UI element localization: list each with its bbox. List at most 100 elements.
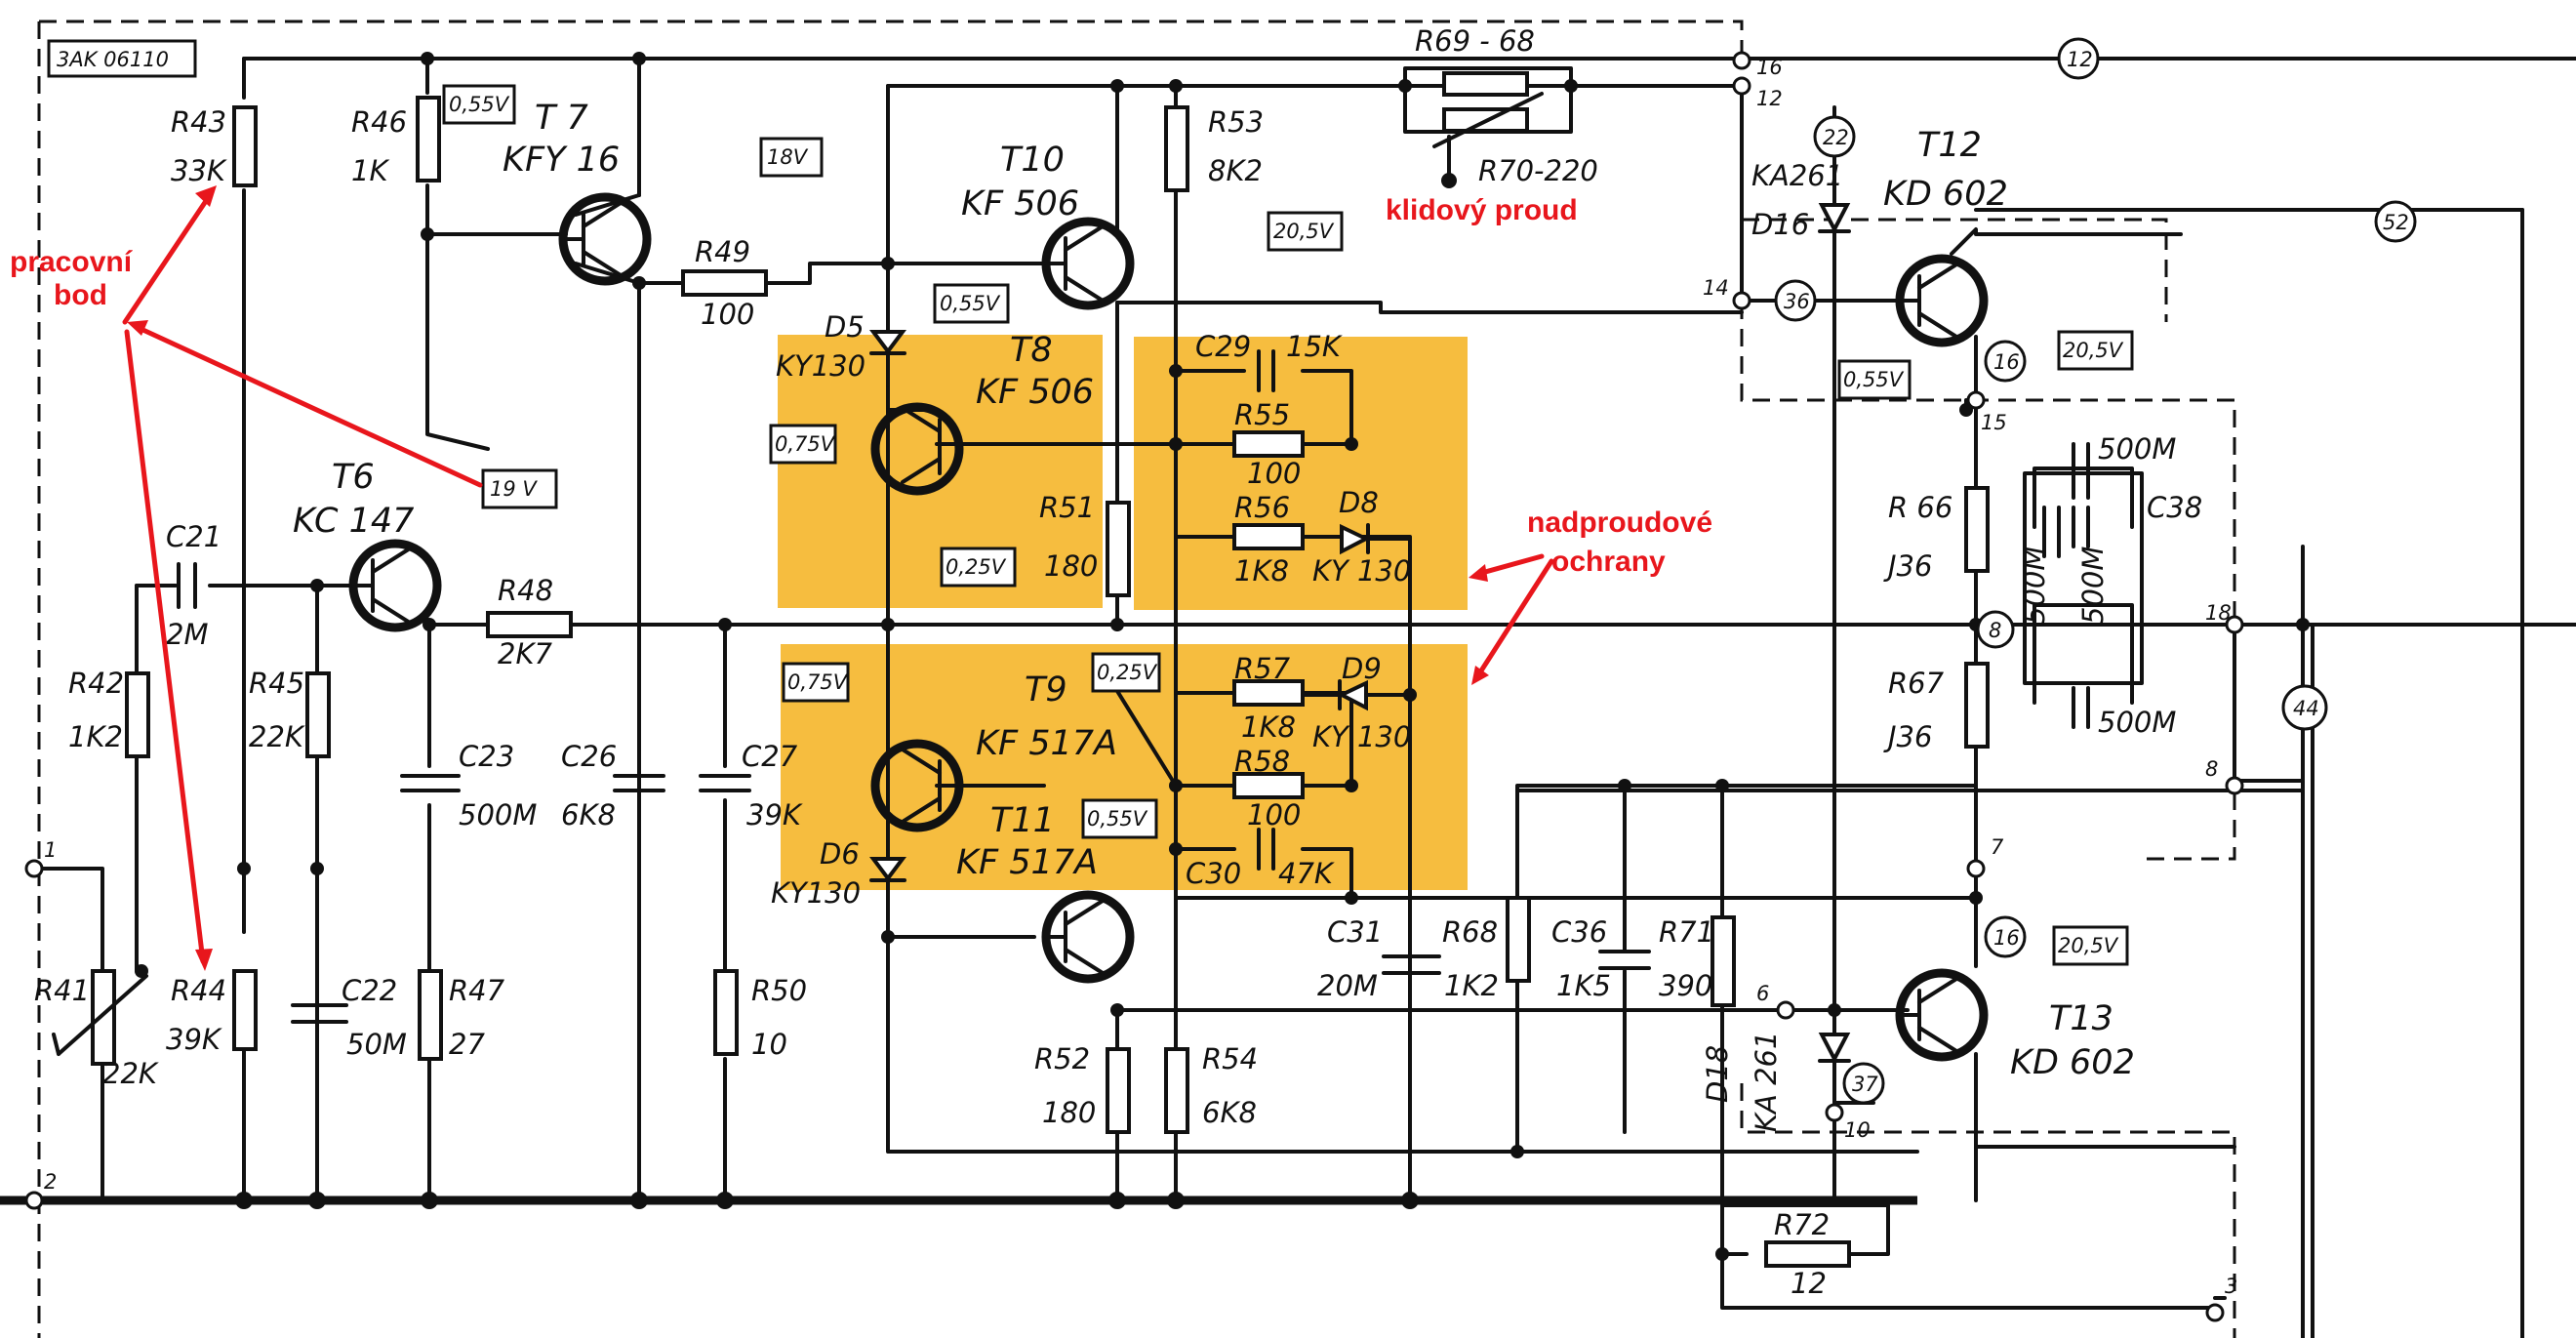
test-point-37: 37	[1852, 1073, 1878, 1096]
diode-d18	[1818, 1033, 1851, 1064]
resistor-r52	[1106, 1047, 1131, 1134]
transistor-t10	[1041, 217, 1135, 310]
voltage-t8-be: 0,75V	[775, 432, 836, 456]
transistor-t8	[870, 402, 964, 496]
capacitor-c30	[1257, 828, 1275, 871]
label-t11-name: T11	[990, 801, 1055, 840]
label-r58-name: R58	[1234, 745, 1290, 778]
label-c36-value: 1K5	[1556, 969, 1611, 1002]
label-r55-name: R55	[1234, 398, 1290, 431]
transistor-t12	[1895, 254, 1989, 347]
label-r45-name: R45	[249, 667, 304, 700]
label-t8-name: T8	[1010, 331, 1053, 370]
capacitor-c38c	[2042, 506, 2061, 558]
resistor-r43	[232, 105, 258, 187]
resistor-r66	[1964, 486, 1990, 573]
label-r44-name: R44	[171, 974, 226, 1007]
label-r42-name: R42	[68, 667, 124, 700]
label-r55-value: 100	[1247, 457, 1301, 490]
label-t12-type: KD 602	[1883, 175, 2008, 214]
label-t10-name: T10	[1000, 141, 1065, 180]
resistors	[52, 71, 1990, 1268]
label-c38-d: 500M	[2098, 706, 2176, 739]
terminal-1-label: 1	[44, 838, 57, 862]
test-point-8: 8	[1989, 619, 2001, 642]
board-code: 3AK 06110	[57, 48, 169, 71]
label-r56-value: 1K8	[1234, 554, 1289, 588]
label-c26-name: C26	[561, 740, 617, 773]
arrow-to-19v	[134, 324, 483, 488]
label-d6-name: D6	[820, 837, 860, 871]
voltage-18v: 18V	[767, 145, 809, 169]
label-r54-name: R54	[1202, 1042, 1258, 1075]
potentiometer-wiper	[1432, 92, 1544, 148]
label-t12-name: T12	[1917, 126, 1982, 165]
transistors	[348, 192, 1989, 1062]
voltage-r51: 0,25V	[946, 555, 1007, 579]
terminal-18-label: 18	[2205, 601, 2232, 625]
capacitor-c27	[699, 774, 751, 792]
label-r68-value: 1K2	[1444, 969, 1499, 1002]
label-t7-type: KFY 16	[503, 141, 620, 180]
transistor-t9	[870, 739, 964, 832]
label-d8-name: D8	[1339, 486, 1379, 519]
terminal-12-label: 12	[1756, 87, 1783, 110]
resistor-r68	[1506, 896, 1531, 983]
potentiometer-r41-wiper	[52, 974, 148, 1056]
terminal-15-label: 15	[1981, 411, 2007, 434]
resistor-r49	[681, 269, 768, 297]
label-r51-name: R51	[1039, 491, 1095, 524]
test-point-16-top: 16	[1993, 350, 2020, 374]
label-r53-name: R53	[1208, 105, 1264, 139]
label-r46-value: 1K	[351, 154, 389, 187]
label-r56-name: R56	[1234, 491, 1290, 524]
note-quiescent-current: klidový proud	[1386, 194, 1578, 226]
capacitor-c29	[1257, 349, 1275, 392]
terminal-2-label: 2	[44, 1170, 57, 1194]
label-d5-value: KY130	[776, 349, 865, 383]
label-r57-name: R57	[1234, 652, 1291, 685]
label-r68-name: R68	[1442, 915, 1498, 949]
capacitor-c31	[1382, 954, 1441, 975]
label-r41-name: R41	[34, 974, 90, 1007]
label-t8-type: KF 506	[976, 373, 1094, 412]
label-c23-name: C23	[459, 740, 514, 773]
terminal-6-label: 6	[1756, 982, 1769, 1005]
label-d5-name: D5	[825, 310, 865, 344]
capacitor-c23	[400, 774, 461, 792]
resistor-r48	[486, 611, 573, 638]
capacitor-c38d	[2072, 686, 2090, 729]
label-r71-name: R71	[1659, 915, 1714, 949]
board-code-box	[47, 39, 197, 78]
label-r52-name: R52	[1034, 1042, 1090, 1075]
label-r72-value: 12	[1791, 1267, 1827, 1300]
capacitor-c38b	[2072, 506, 2090, 548]
label-c38: C38	[2147, 491, 2202, 524]
label-c21-name: C21	[166, 520, 221, 553]
voltage-19v: 19 V	[490, 477, 538, 501]
label-t6-type: KC 147	[293, 502, 414, 541]
board-outline	[37, 20, 2236, 1338]
arrow-to-r43	[122, 192, 213, 325]
label-c29-value: 15K	[1286, 330, 1343, 363]
label-r47-value: 27	[449, 1028, 485, 1061]
label-r50-name: R50	[751, 974, 807, 1007]
voltage-t9-ref: 0,25V	[1097, 661, 1158, 684]
arrow-to-upper-protection	[1475, 553, 1545, 577]
label-d6-value: KY130	[771, 876, 861, 910]
label-r72-name: R72	[1774, 1208, 1830, 1241]
label-r46-name: R46	[351, 105, 407, 139]
junctions	[135, 52, 2310, 1261]
resistor-r51	[1106, 501, 1131, 597]
label-c27-value: 39K	[746, 798, 803, 831]
test-point-52: 52	[2383, 211, 2409, 234]
arrow-to-lower-protection	[1475, 558, 1554, 678]
test-point-16-bottom: 16	[1993, 926, 2020, 950]
resistor-r45	[305, 671, 331, 758]
label-r43-name: R43	[171, 105, 226, 139]
label-r69: R69 - 68	[1415, 24, 1535, 58]
capacitor-c26	[613, 774, 665, 792]
terminal-8-label: 8	[2205, 757, 2218, 781]
terminal-labels: 1 2 3 6 7 8 10 12 14 15 16 18	[44, 56, 2237, 1298]
